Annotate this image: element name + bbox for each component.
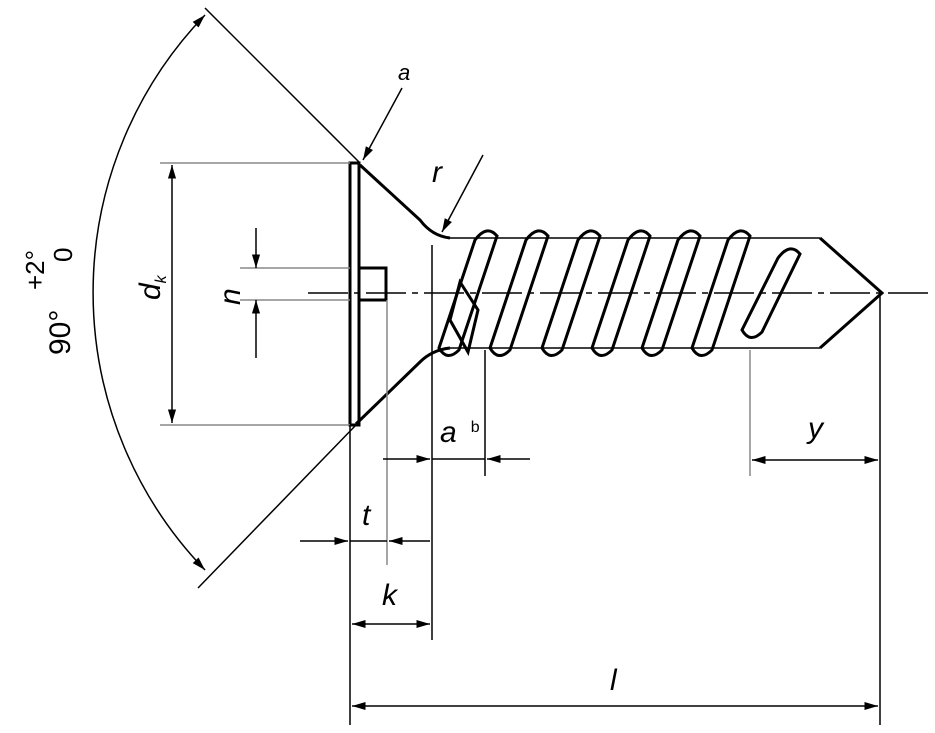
angle-arc [92, 14, 206, 571]
label-l: l [610, 664, 618, 697]
thread-turn [488, 229, 550, 357]
cone-line-bottom [197, 424, 357, 589]
screw-head [348, 161, 451, 427]
thread-turn [740, 247, 802, 339]
label-a-top: a [398, 60, 410, 85]
thread-turn [437, 229, 499, 357]
label-angle: 90° [44, 310, 77, 355]
label-angle-upper-tol: +2° [20, 250, 50, 290]
label-angle-lower-tol: 0 [48, 248, 78, 262]
label-r: r [432, 156, 443, 189]
thread-turn [640, 229, 702, 357]
label-dk: dk [134, 274, 170, 300]
screw-thread [437, 229, 885, 357]
label-y: y [806, 412, 825, 445]
thread-turn [590, 229, 652, 357]
thread-turn [690, 229, 752, 357]
label-k: k [382, 579, 399, 612]
thread-turn [540, 229, 602, 357]
label-n: n [214, 288, 247, 305]
thread-start [448, 278, 480, 357]
a-leader [362, 87, 403, 161]
label-t: t [362, 499, 372, 532]
r-leader [441, 154, 484, 233]
cone-line-top [204, 7, 361, 164]
